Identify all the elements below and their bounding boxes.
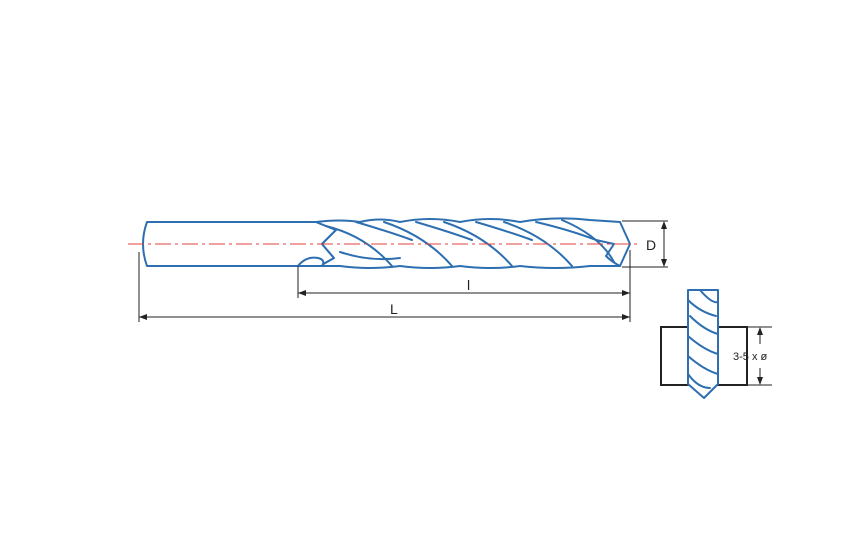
dimension-drilling-depth: [747, 326, 772, 386]
dimension-label-diameter: D: [646, 237, 656, 253]
drill-tip: [595, 239, 621, 267]
flute-runout: [297, 256, 325, 267]
flute-edge-3: [415, 221, 473, 241]
flute-helix-4: [503, 221, 573, 267]
flute-helix-1: [325, 225, 393, 267]
dimension-label-drilling-depth: 3-5 x ø: [733, 351, 768, 363]
drill-bit-vertical: [687, 289, 719, 399]
flute-edge-1: [339, 251, 401, 261]
flute-edge-5: [535, 221, 597, 241]
dimension-label-overall-length: L: [390, 301, 398, 317]
depth-detail: 3-5 x ø: [660, 289, 772, 399]
flute-edge-4: [475, 221, 533, 241]
dimension-label-flute-length: l: [467, 277, 470, 293]
drill-bit-side-view: [142, 217, 631, 269]
flute-edge-2: [355, 221, 413, 241]
flute-helix-2: [383, 221, 453, 267]
flute-helix-3: [443, 221, 513, 267]
dimension-flute-length: [297, 250, 631, 298]
dimension-overall-length: [138, 252, 631, 322]
drill-flute-body: [315, 217, 631, 269]
